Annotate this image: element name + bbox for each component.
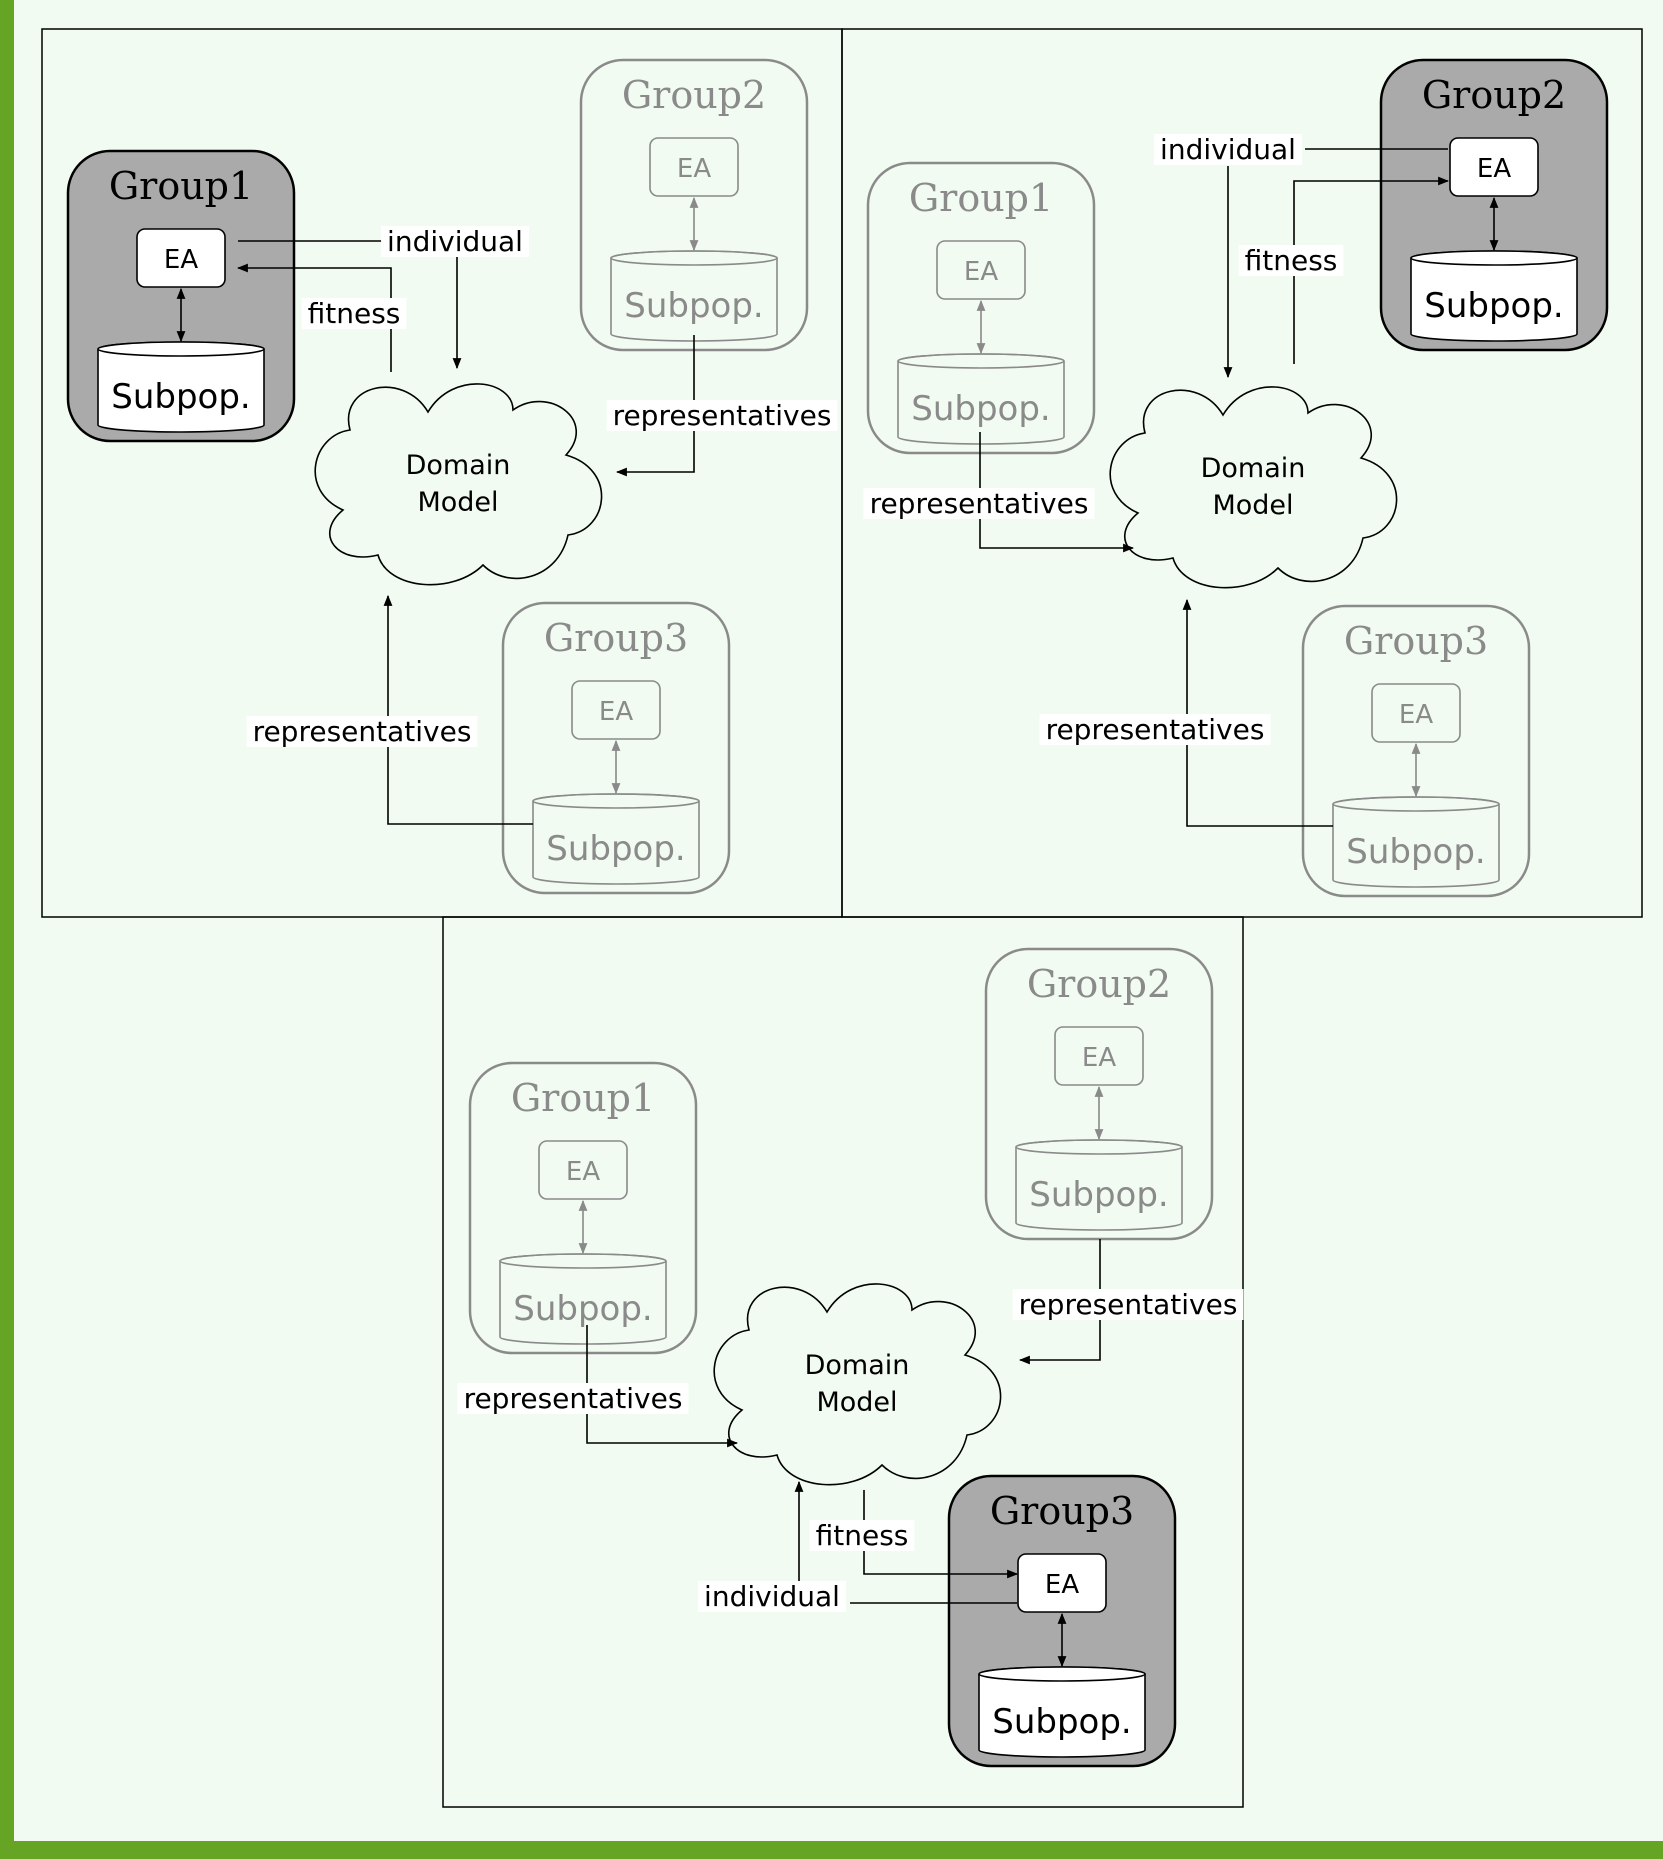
p2-rep-g3-label: representatives <box>1046 713 1265 746</box>
p2-group2-ea-box <box>1449 137 1539 197</box>
p3-rep-g1-label: representatives <box>464 1382 683 1415</box>
p2-group1-subpop-top <box>897 353 1065 369</box>
p3-rep-g2-label-backing <box>1012 1289 1244 1320</box>
p2-group2-subpop-top <box>1410 250 1578 266</box>
p1-fitness-label-backing <box>301 298 407 329</box>
p2-group3-subpop-label: Subpop. <box>1346 832 1486 872</box>
p2-group1-subpop-label: Subpop. <box>911 389 1051 429</box>
p3-rep-g2-arrow <box>1018 1239 1101 1365</box>
p1-domain-model-line1: Domain <box>406 450 511 481</box>
p2-domain-model-line1: Domain <box>1201 453 1306 484</box>
p2-group1-title: Group1 <box>909 176 1053 220</box>
p1-group1-title: Group1 <box>109 164 253 208</box>
p1-group1-subpop-label: Subpop. <box>111 377 251 417</box>
p3-group2-subpop-top <box>1015 1139 1183 1155</box>
p3-group1-subpop-label: Subpop. <box>513 1289 653 1329</box>
p1-rep-g2-label: representatives <box>613 399 832 432</box>
p3-group3-title: Group3 <box>990 1489 1134 1533</box>
panel-3-frame <box>442 916 1244 1808</box>
p3-group3-ea-box <box>1017 1553 1107 1613</box>
p2-individual-label: individual <box>1160 133 1296 166</box>
p3-rep-g1-arrow <box>586 1325 739 1448</box>
green-border-left <box>0 0 14 1859</box>
p3-rep-g1-label-backing <box>457 1383 689 1414</box>
p2-fitness-label-backing <box>1238 245 1344 276</box>
p1-group2-ea-label: EA <box>677 154 711 184</box>
p1-rep-g3-label: representatives <box>253 715 472 748</box>
p3-rep-g2-label: representatives <box>1019 1288 1238 1321</box>
p1-group2-ea-box <box>649 137 739 197</box>
p1-group2-title: Group2 <box>622 73 766 117</box>
p1-group1-ea-box <box>136 228 226 288</box>
p1-group1-subpop-top <box>97 341 265 357</box>
p3-group1-ea-label: EA <box>566 1157 600 1187</box>
p2-rep-g3-label-backing <box>1039 714 1271 745</box>
p2-group3-ea-box <box>1371 683 1461 743</box>
p1-group1-ea-label: EA <box>164 245 198 275</box>
p2-group2-ea-label: EA <box>1477 154 1511 184</box>
p3-group3-ea-label: EA <box>1045 1570 1079 1600</box>
p2-fitness-label: fitness <box>1245 244 1338 277</box>
p1-group3-title: Group3 <box>544 616 688 660</box>
p2-group3-ea-label: EA <box>1399 700 1433 730</box>
p3-group3-subpop-top <box>978 1666 1146 1682</box>
p3-domain-model-line2: Model <box>816 1387 897 1418</box>
p3-group1-title: Group1 <box>511 1076 655 1120</box>
p1-group3-ea-box <box>571 680 661 740</box>
p3-individual-label-backing <box>698 1581 846 1612</box>
p3-fitness-label: fitness <box>816 1519 909 1552</box>
p2-group3-title: Group3 <box>1344 619 1488 663</box>
p1-fitness-arrow <box>236 263 392 372</box>
p3-group1-ea-box <box>538 1140 628 1200</box>
p2-group2-title: Group2 <box>1422 73 1566 117</box>
p1-individual-label: individual <box>387 225 523 258</box>
p3-group2-title: Group2 <box>1027 962 1171 1006</box>
p1-rep-g3-label-backing <box>246 716 478 747</box>
p2-rep-g1-arrow <box>979 432 1135 553</box>
p3-group3-subpop-label: Subpop. <box>992 1702 1132 1742</box>
p3-group2-subpop-label: Subpop. <box>1029 1175 1169 1215</box>
p1-group3-subpop-label: Subpop. <box>546 829 686 869</box>
p2-rep-g3-arrow <box>1182 598 1333 827</box>
p3-group2-ea-label: EA <box>1082 1043 1116 1073</box>
p1-group3-subpop-top <box>532 793 700 809</box>
p1-fitness-label: fitness <box>308 297 401 330</box>
p3-domain-model-cloud <box>713 1283 1002 1486</box>
p3-domain-model-line1: Domain <box>805 1350 910 1381</box>
p3-group1-box <box>468 1061 698 1355</box>
p2-domain-model-cloud <box>1109 386 1398 589</box>
p2-domain-model-line2: Model <box>1212 490 1293 521</box>
p1-rep-g2-label-backing <box>606 400 838 431</box>
p1-rep-g2-arrow <box>615 335 695 477</box>
p2-group1-box <box>866 161 1096 455</box>
green-border-bottom <box>0 1841 1663 1859</box>
p1-individual-label-backing <box>381 226 529 257</box>
p3-individual-label: individual <box>704 1580 840 1613</box>
p2-rep-g1-label-backing <box>863 488 1095 519</box>
p3-fitness-label-backing <box>809 1520 915 1551</box>
p2-group3-box <box>1301 604 1531 898</box>
p2-group2-subpop-label: Subpop. <box>1424 286 1564 326</box>
p3-group2-ea-box <box>1054 1026 1144 1086</box>
p1-group3-box <box>501 601 731 895</box>
p2-group1-ea-label: EA <box>964 257 998 287</box>
p1-domain-model-cloud <box>314 383 603 586</box>
p2-fitness-arrow <box>1293 176 1450 364</box>
p2-rep-g1-label: representatives <box>870 487 1089 520</box>
p1-domain-model-line2: Model <box>417 487 498 518</box>
p3-group2-box <box>984 947 1214 1241</box>
p3-group1-subpop-top <box>499 1253 667 1269</box>
p1-group2-subpop-label: Subpop. <box>624 286 764 326</box>
p2-individual-label-backing <box>1154 134 1302 165</box>
p2-group1-ea-box <box>936 240 1026 300</box>
p2-group3-subpop-top <box>1332 796 1500 812</box>
p1-group2-subpop-top <box>610 250 778 266</box>
p1-rep-g3-arrow <box>383 594 533 825</box>
p1-individual-arrow <box>452 240 462 370</box>
p1-group3-ea-label: EA <box>599 697 633 727</box>
p3-fitness-arrow <box>863 1490 1019 1579</box>
